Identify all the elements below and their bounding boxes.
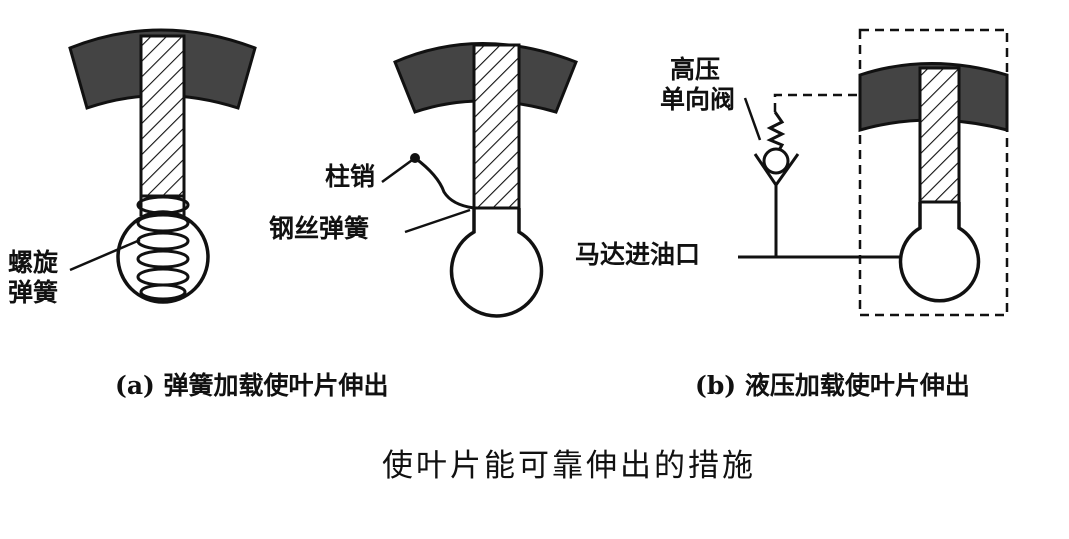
leader-pin (381, 156, 416, 184)
vane-b (472, 43, 521, 210)
leader-check-valve (743, 97, 762, 141)
leader-spiral-spring (69, 238, 141, 272)
label-spiral-spring: 螺旋 弹簧 (8, 248, 59, 307)
dashed-enclosure (858, 28, 1009, 317)
pin-and-wire (410, 153, 475, 210)
label-high-pressure-check-valve: 高压 单向阀 (660, 55, 736, 114)
figure-title: 使叶片能可靠伸出的措施 (382, 448, 756, 484)
vane-a (139, 34, 186, 198)
inlet-lines (738, 185, 900, 259)
bulb-chamber-b (449, 206, 544, 318)
caption-b: (b) 液压加载使叶片伸出 (695, 371, 970, 400)
bulb-chamber-c (898, 200, 981, 303)
leader-wire-spring (404, 208, 471, 234)
label-wire-spring: 钢丝弹簧 (269, 214, 370, 243)
check-valve-symbol (753, 111, 800, 188)
spiral-spring (136, 195, 190, 301)
pilot-line (773, 93, 860, 112)
label-pin: 柱销 (325, 162, 376, 191)
caption-a: (a) 弹簧加载使叶片伸出 (115, 371, 389, 400)
vane-c (918, 66, 961, 204)
label-motor-inlet: 马达进油口 (575, 240, 701, 269)
